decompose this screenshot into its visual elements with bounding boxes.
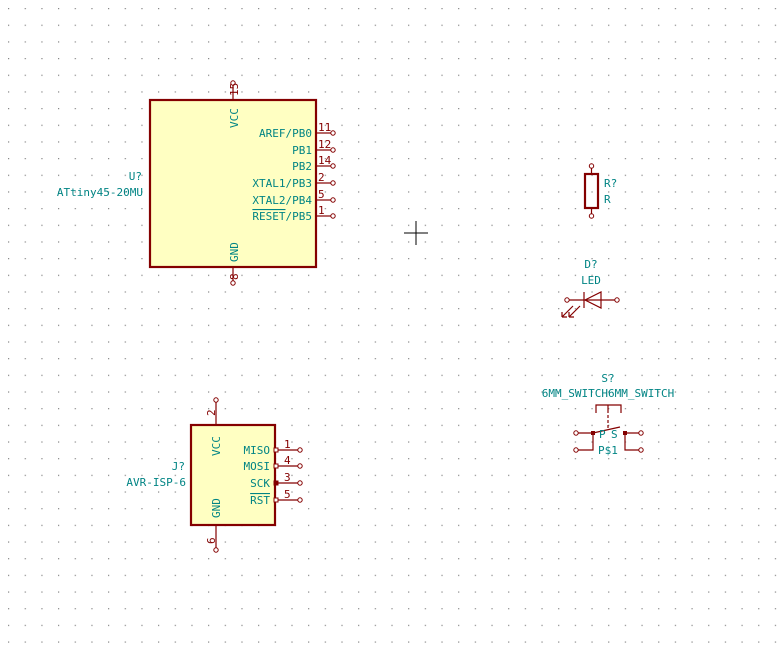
u1-pin[interactable]: 1 RESET/PB5: [252, 204, 336, 223]
pin-name: XTAL2/PB4: [252, 194, 312, 207]
u1-pin[interactable]: 2 XTAL1/PB3: [252, 171, 336, 190]
pin-name: MOSI: [244, 460, 271, 473]
j1-gnd-name: GND: [210, 498, 223, 518]
pin-name: PB1: [292, 144, 312, 157]
r1-ref: R?: [604, 177, 617, 190]
j1-ref: J?: [172, 460, 185, 473]
pin-name-rest: /PB5: [286, 210, 313, 223]
s1-pin-p: P: [599, 428, 606, 441]
pin-number: 12: [318, 138, 331, 151]
component-j1[interactable]: 2 VCC 6 GND 1 MISO 4 MOSI 3 SCK 5 RST J? AVR-IS…: [126, 397, 303, 553]
crosshair-icon: [404, 221, 428, 245]
u1-pin[interactable]: 12 PB1: [292, 138, 336, 157]
pin-number: 4: [284, 454, 291, 467]
pin-number: 3: [284, 471, 291, 484]
j1-vcc-name: VCC: [210, 436, 223, 456]
u1-value: ATtiny45-20MU: [57, 186, 143, 199]
pin-name: SCK: [250, 477, 270, 490]
component-s1[interactable]: S? 6MM_SWITCH6MM_SWITCH P S P$1: [542, 372, 674, 457]
component-d1[interactable]: D? LED: [561, 258, 620, 318]
u1-gnd-name: GND: [228, 242, 241, 262]
j1-pin[interactable]: 4 MOSI: [244, 454, 303, 473]
pin-name: MISO: [244, 444, 271, 457]
u1-pin[interactable]: 5 XTAL2/PB4: [252, 188, 336, 207]
u1-ref: U?: [129, 170, 142, 183]
pin-number: 2: [318, 171, 325, 184]
pin-name: RST: [250, 494, 270, 507]
pin-number: 1: [318, 204, 325, 217]
pin-name: PB2: [292, 160, 312, 173]
pin-name: RESET/PB5: [252, 210, 312, 223]
u1-vcc-name: VCC: [228, 108, 241, 128]
r1-value: R: [604, 193, 611, 206]
pin-name: XTAL1/PB3: [252, 177, 312, 190]
j1-vcc-num: 2: [205, 409, 218, 416]
d1-ref: D?: [584, 258, 597, 271]
pin-number: 5: [284, 488, 291, 501]
component-u1[interactable]: 15 VCC 8 GND 11AREF/PB012PB114PB22XTAL1/…: [57, 80, 336, 286]
u1-vcc-num: 15: [228, 83, 241, 96]
u1-gnd-num: 8: [228, 273, 241, 280]
u1-pin[interactable]: 14 PB2: [292, 154, 336, 173]
s1-value: 6MM_SWITCH6MM_SWITCH: [542, 387, 674, 400]
j1-pin[interactable]: 3 SCK: [250, 471, 303, 490]
pin-name: AREF/PB0: [259, 127, 312, 140]
pin-name-overbar: RESET: [252, 210, 285, 223]
pin-number: 11: [318, 121, 331, 134]
s1-pin-s: S: [611, 428, 618, 441]
u1-pin[interactable]: 11 AREF/PB0: [259, 121, 336, 140]
j1-pin[interactable]: 5 RST: [250, 488, 303, 507]
s1-ref: S?: [601, 372, 614, 385]
pin-number: 14: [318, 154, 332, 167]
pin-number: 5: [318, 188, 325, 201]
s1-pad: P$1: [598, 444, 618, 457]
j1-gnd-num: 6: [205, 537, 218, 544]
j1-value: AVR-ISP-6: [126, 476, 186, 489]
component-r1[interactable]: R? R: [583, 163, 617, 219]
j1-pin[interactable]: 1 MISO: [244, 438, 303, 457]
d1-value: LED: [581, 274, 601, 287]
pin-number: 1: [284, 438, 291, 451]
